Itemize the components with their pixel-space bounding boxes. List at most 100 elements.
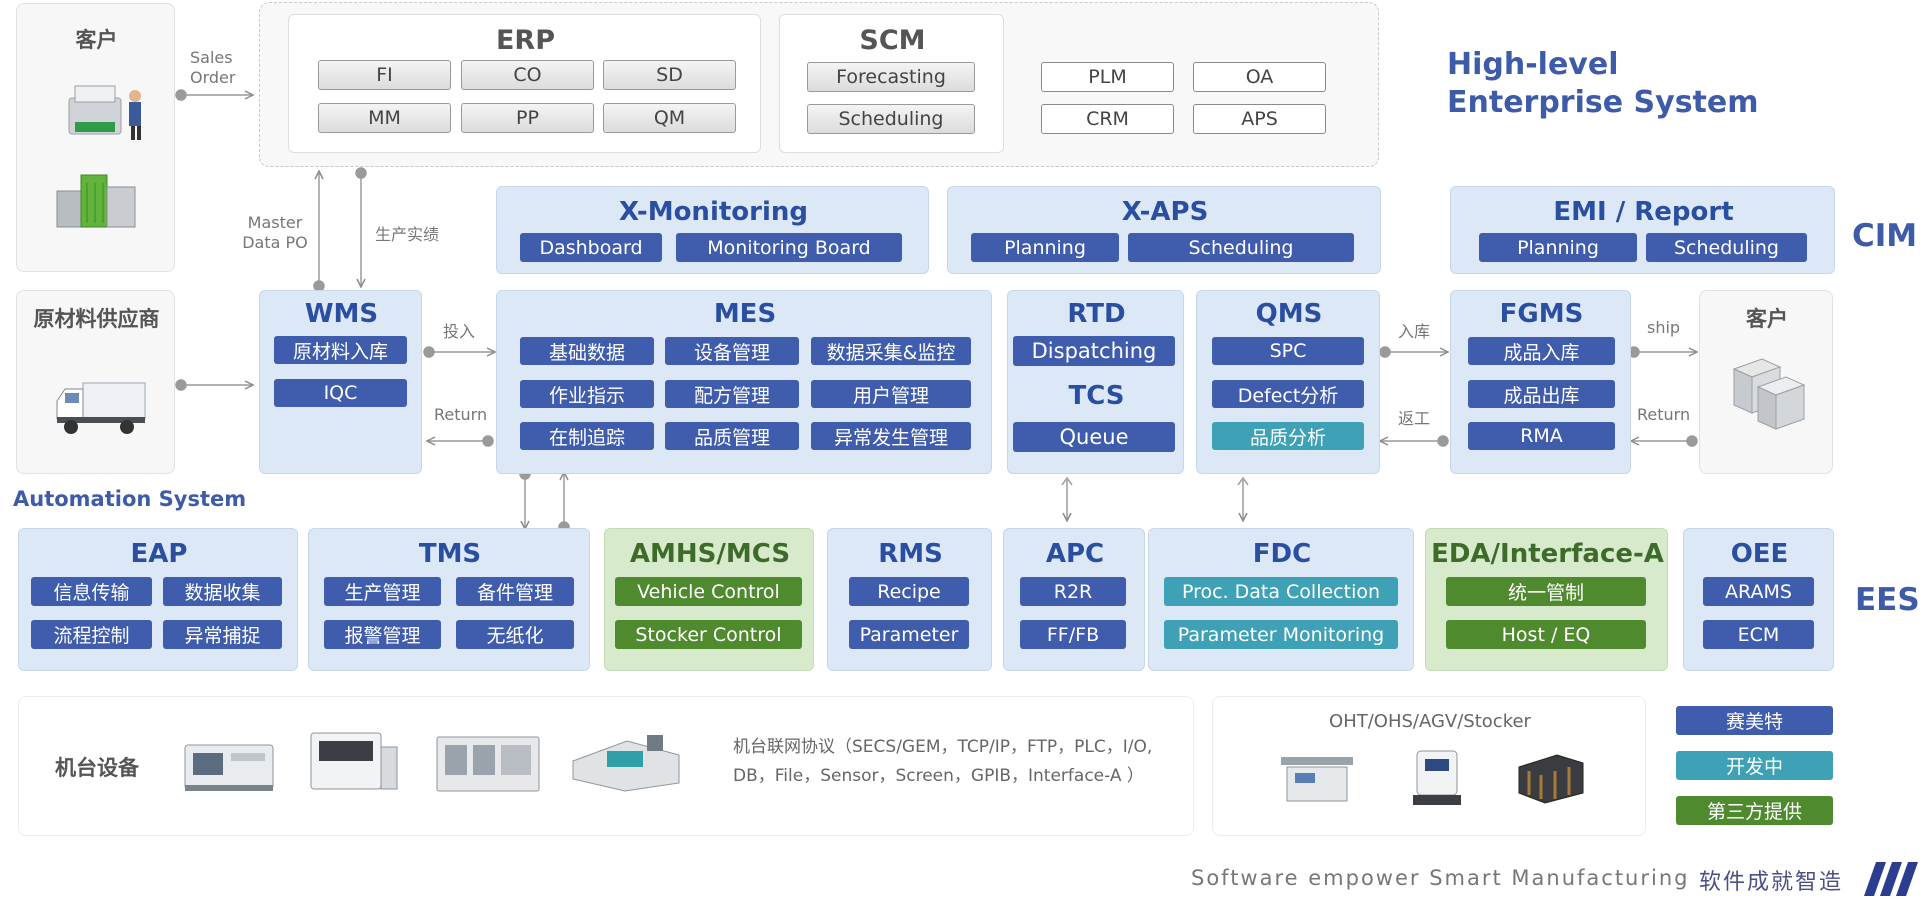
quality-analysis-module[interactable]: 品质分析 [1212,422,1364,450]
erp-mm-module[interactable]: MM [318,103,451,133]
rtd-title: RTD [1067,299,1126,329]
customer-top-title: 客户 [75,28,118,52]
tms-spare-parts-module[interactable]: 备件管理 [456,577,574,606]
oa-module[interactable]: OA [1193,62,1326,92]
ecm-module[interactable]: ECM [1703,620,1814,649]
apc-title: APC [1045,539,1105,569]
supplier-panel: 原材料供应商 [16,290,175,474]
machine-icon-3 [436,736,540,792]
mes-recipe-mgmt-module[interactable]: 配方管理 [665,380,799,408]
host-eq-module[interactable]: Host / EQ [1446,620,1646,649]
return-left-label: Return [434,405,488,424]
customer-right-title: 客户 [1746,307,1788,331]
ff-fb-module[interactable]: FF/FB [1020,620,1126,649]
rma-module[interactable]: RMA [1468,422,1615,450]
finished-goods-inbound-module[interactable]: 成品入库 [1468,337,1615,365]
qms-title: QMS [1255,299,1323,329]
factory-building-icon [56,174,136,228]
supplier-title: 原材料供应商 [33,307,160,331]
finished-goods-outbound-module[interactable]: 成品出库 [1468,380,1615,408]
legend-third-party: 第三方提供 [1676,796,1833,825]
mes-exception-mgmt-module[interactable]: 异常发生管理 [811,422,971,450]
erp-fi-module[interactable]: FI [318,60,451,90]
x-monitoring-title: X-Monitoring [618,197,809,227]
defect-analysis-module[interactable]: Defect分析 [1212,380,1364,408]
proc-data-collection-module[interactable]: Proc. Data Collection [1164,577,1398,606]
office-printer-icon [68,85,141,140]
r2r-module[interactable]: R2R [1020,577,1126,606]
tms-alarm-mgmt-module[interactable]: 报警管理 [324,620,441,649]
eap-info-transfer-module[interactable]: 信息传输 [31,577,152,606]
rework-label: 返工 [1398,409,1431,428]
rms-title: RMS [878,539,943,569]
mes-user-mgmt-module[interactable]: 用户管理 [811,380,971,408]
mes-data-collection-module[interactable]: 数据采集&监控 [811,337,971,365]
emi-planning-module[interactable]: Planning [1479,233,1637,262]
emi-scheduling-module[interactable]: Scheduling [1646,233,1807,262]
scm-scheduling-module[interactable]: Scheduling [807,104,975,134]
mes-work-instruction-module[interactable]: 作业指示 [520,380,654,408]
mes-equipment-mgmt-module[interactable]: 设备管理 [665,337,799,365]
plm-module[interactable]: PLM [1041,62,1174,92]
footer-slogan-en: Software empower Smart Manufacturing [1191,866,1690,890]
dashboard-module[interactable]: Dashboard [520,233,662,262]
tcs-title: TCS [1068,381,1125,411]
inbound-label: 入库 [1398,322,1431,341]
aps-module[interactable]: APS [1193,104,1326,134]
transport-title: OHT/OHS/AGV/Stocker [1329,711,1531,732]
spc-module[interactable]: SPC [1212,337,1364,365]
iqc-module[interactable]: IQC [274,379,407,407]
monitoring-board-module[interactable]: Monitoring Board [676,233,902,262]
parameter-module[interactable]: Parameter [849,620,969,649]
automation-system-label: Automation System [13,487,247,511]
erp-co-module[interactable]: CO [461,60,594,90]
legend-cimetrix-own: 赛美特 [1676,706,1833,735]
mes-title: MES [713,299,777,329]
eda-interface-a-title: EDA/Interface-A [1431,539,1664,569]
customer-top-panel: 客户 [16,3,175,272]
eap-data-collection-module[interactable]: 数据收集 [163,577,282,606]
tms-paperless-module[interactable]: 无纸化 [456,620,574,649]
x-aps-planning-module[interactable]: Planning [971,233,1119,262]
eap-flow-control-module[interactable]: 流程控制 [31,620,152,649]
parameter-monitoring-module[interactable]: Parameter Monitoring [1164,620,1398,649]
queue-module[interactable]: Queue [1013,422,1175,452]
machine-icon-2 [310,732,398,790]
x-aps-title: X-APS [1121,197,1209,227]
unified-control-module[interactable]: 统一管制 [1446,577,1646,606]
machine-icon-4 [572,735,680,792]
scm-title: SCM [859,25,926,56]
erp-sd-module[interactable]: SD [603,60,736,90]
cim-label: CIM [1852,218,1918,254]
eap-title: EAP [130,539,188,569]
wms-title: WMS [304,299,379,329]
eap-exception-capture-module[interactable]: 异常捕捉 [163,620,282,649]
scm-forecasting-module[interactable]: Forecasting [807,62,975,92]
return-right-label: Return [1637,405,1691,424]
crm-module[interactable]: CRM [1041,104,1174,134]
oht-icon [1281,757,1353,802]
recipe-module[interactable]: Recipe [849,577,969,606]
erp-pp-module[interactable]: PP [461,103,594,133]
tms-production-mgmt-module[interactable]: 生产管理 [324,577,441,606]
vehicle-control-module[interactable]: Vehicle Control [615,577,802,606]
stocker-control-module[interactable]: Stocker Control [615,620,802,649]
stocker-icon [1518,754,1584,804]
input-label: 投入 [443,322,476,341]
brand-slash-logo [1864,862,1918,896]
mes-basic-data-module[interactable]: 基础数据 [520,337,654,365]
arams-module[interactable]: ARAMS [1703,577,1814,606]
x-aps-scheduling-module[interactable]: Scheduling [1128,233,1354,262]
equipment-title: 机台设备 [55,756,139,780]
customer-right-panel: 客户 [1699,290,1833,474]
tms-title: TMS [418,539,482,569]
dispatching-module[interactable]: Dispatching [1013,336,1175,366]
raw-material-inbound-module[interactable]: 原材料入库 [274,336,407,364]
mes-quality-mgmt-module[interactable]: 品质管理 [665,422,799,450]
mes-wip-tracking-module[interactable]: 在制追踪 [520,422,654,450]
erp-qm-module[interactable]: QM [603,103,736,133]
agv-icon [1413,750,1461,805]
